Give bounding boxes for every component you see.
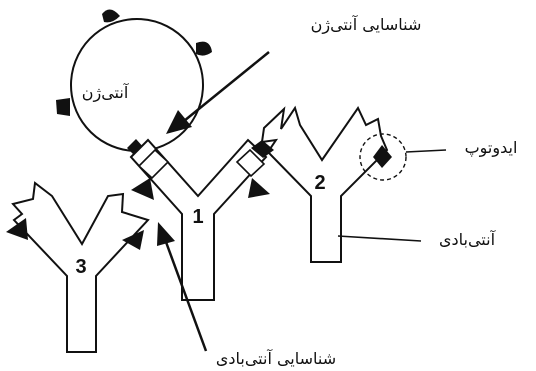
antibody-1-outline xyxy=(129,138,268,301)
antibody-1-binding-site-right xyxy=(235,148,266,178)
antigen-body xyxy=(70,18,204,152)
antibody-1-idiotope-right xyxy=(248,178,270,198)
antigen-epitope-left xyxy=(56,98,70,116)
idiotope-label: ایدوتوپ xyxy=(465,138,518,158)
antibody-2-idiotope xyxy=(373,145,392,168)
antibody-recognition-arrowhead xyxy=(157,222,175,246)
antibody-3-idiotope-left xyxy=(6,218,28,240)
antibody-1-idiotope-left xyxy=(131,178,154,200)
antibody-1-number: 1 xyxy=(192,206,203,228)
antibody-recognition-label: شناسایی آنتی‌بادی xyxy=(216,349,336,368)
antigen-recognition-arrowhead xyxy=(166,110,192,134)
antigen-label: آنتی‌ژن xyxy=(82,83,130,103)
pointers xyxy=(157,51,447,352)
antigen-recognition-label: شناسایی آنتی‌ژن xyxy=(311,15,422,35)
antibody-3-number: 3 xyxy=(75,256,86,278)
antigen-epitope-right xyxy=(196,41,212,56)
antibody-2-number: 2 xyxy=(314,172,325,194)
idiotope-pointer-line xyxy=(405,149,447,153)
antibody-pointer-line xyxy=(337,235,422,242)
antigen-epitope-top xyxy=(102,9,120,23)
antibody-1: 1 xyxy=(129,138,270,301)
antibody-2-bound-epitope xyxy=(251,140,274,158)
antigen-recognition-arrow xyxy=(183,51,270,122)
antibody-3-idiotope-right xyxy=(122,230,144,250)
antigen: آنتی‌ژن xyxy=(56,9,212,157)
antibody-1-binding-site-left xyxy=(137,148,170,180)
antibody-recognition-arrow xyxy=(164,241,208,352)
antibody-3: 3 xyxy=(6,181,150,353)
antibody-label: آنتی‌بادی xyxy=(439,230,497,249)
antibody-3-outline xyxy=(11,181,150,353)
idiotope-highlight-circle xyxy=(359,133,407,181)
antibody-2: 2 xyxy=(251,105,407,263)
